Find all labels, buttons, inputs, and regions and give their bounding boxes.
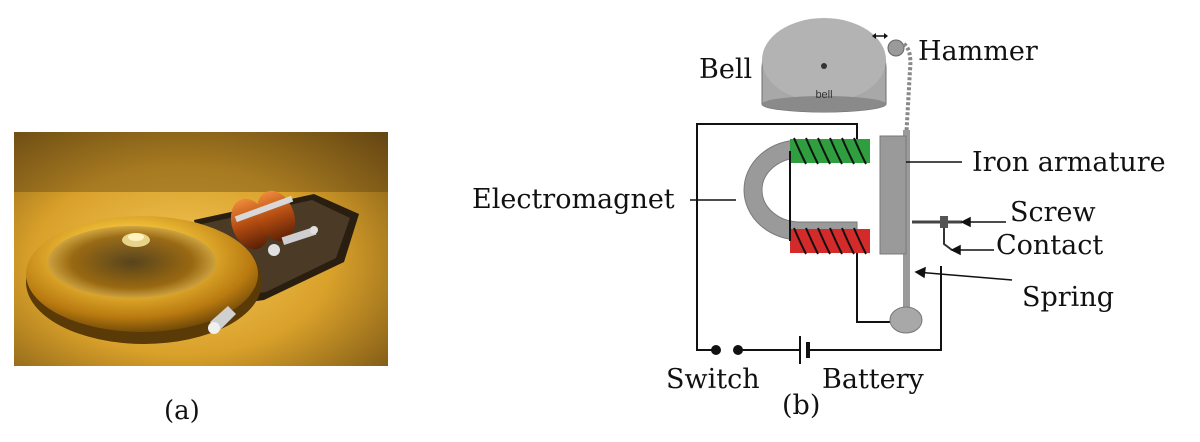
hammer xyxy=(872,33,913,141)
label-hammer: Hammer xyxy=(918,36,1038,67)
electric-bell-photo xyxy=(14,132,388,366)
caption-a: (a) xyxy=(164,396,200,426)
bell-gong: bell xyxy=(761,18,887,113)
bell-imprint: bell xyxy=(815,89,832,101)
screw xyxy=(912,216,962,228)
label-contact: Contact xyxy=(996,230,1103,261)
label-spring: Spring xyxy=(1022,282,1114,313)
label-battery: Battery xyxy=(822,364,925,395)
circuit-wires xyxy=(696,123,942,351)
battery xyxy=(799,336,810,364)
top-coil xyxy=(790,137,870,165)
leader-lines xyxy=(690,161,1013,281)
label-switch: Switch xyxy=(666,364,760,395)
iron-armature xyxy=(879,135,907,255)
contact xyxy=(943,228,953,251)
electric-bell-diagram: bell xyxy=(440,0,1200,442)
label-screw: Screw xyxy=(1010,197,1096,228)
bottom-coil xyxy=(790,227,870,255)
bell-dome xyxy=(26,216,262,344)
electric-bell-illustration xyxy=(14,132,388,366)
caption-b: (b) xyxy=(782,390,820,421)
label-electromagnet: Electromagnet xyxy=(472,184,675,215)
label-bell: Bell xyxy=(699,54,752,85)
coil-pair xyxy=(230,190,296,250)
spring-weight xyxy=(889,306,923,334)
switch xyxy=(711,345,743,355)
label-iron-armature: Iron armature xyxy=(972,147,1166,178)
